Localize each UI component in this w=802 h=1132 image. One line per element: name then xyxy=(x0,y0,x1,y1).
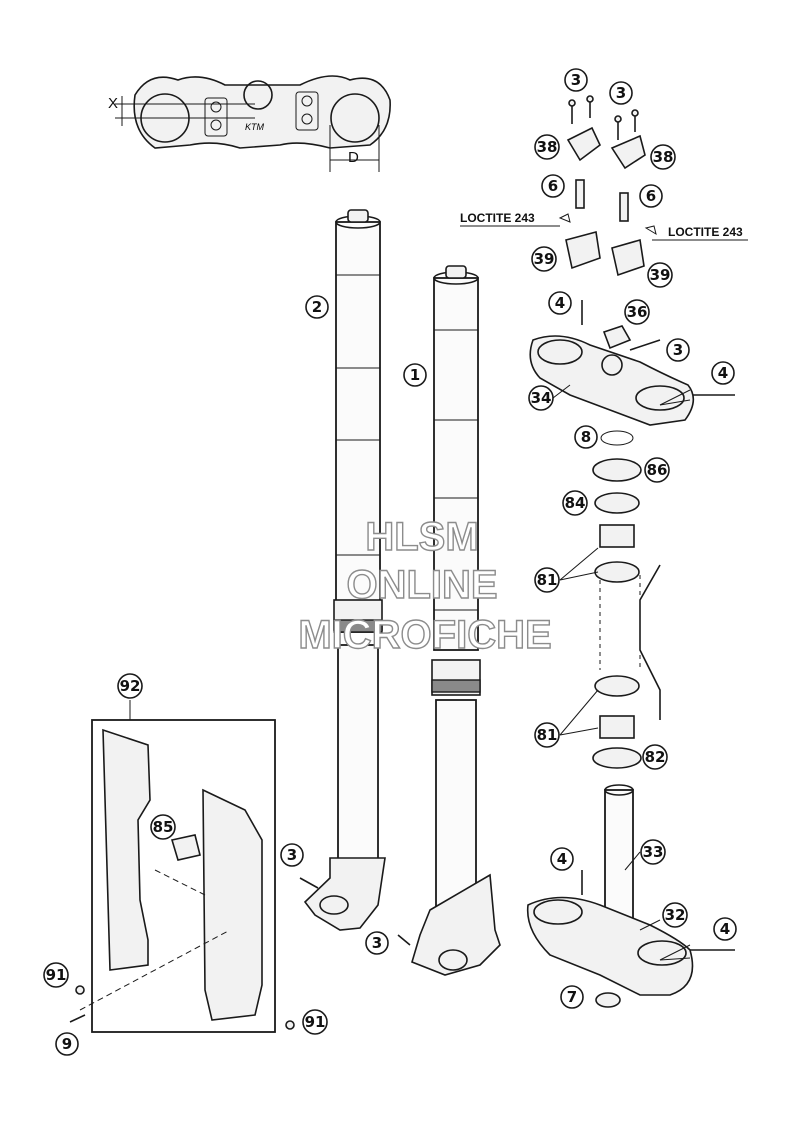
svg-text:1: 1 xyxy=(410,366,420,384)
steering-bearings xyxy=(592,430,661,769)
svg-text:33: 33 xyxy=(643,843,664,861)
callout-84: 84 xyxy=(562,490,588,516)
svg-text:3: 3 xyxy=(616,84,626,102)
svg-text:4: 4 xyxy=(718,364,728,382)
dim-d-label: D xyxy=(348,149,359,166)
callout-81: 81 xyxy=(534,567,560,593)
callout-92: 92 xyxy=(117,673,143,699)
svg-text:4: 4 xyxy=(557,850,567,868)
triple-clamp-top-view: KTM X D xyxy=(108,75,391,172)
svg-text:39: 39 xyxy=(650,266,671,284)
watermark-line1: HLSM xyxy=(365,515,478,559)
svg-text:82: 82 xyxy=(645,748,666,766)
svg-text:91: 91 xyxy=(305,1013,326,1031)
callout-82: 82 xyxy=(642,744,668,770)
svg-text:32: 32 xyxy=(665,906,686,924)
fork-pinch-bolts xyxy=(299,877,411,946)
svg-text:91: 91 xyxy=(46,966,67,984)
callout-33: 33 xyxy=(640,839,666,865)
svg-text:3: 3 xyxy=(571,71,581,89)
callout-34: 34 xyxy=(528,385,554,411)
clamp-bolts-group xyxy=(565,95,735,396)
svg-text:36: 36 xyxy=(627,303,648,321)
dim-x-label: X xyxy=(108,95,118,112)
callout-3: 3 xyxy=(666,338,690,362)
callout-3: 3 xyxy=(609,81,633,105)
callout-9: 9 xyxy=(55,1032,79,1056)
loctite-labels: LOCTITE 243 LOCTITE 243 xyxy=(460,211,748,241)
svg-text:4: 4 xyxy=(720,920,730,938)
svg-text:6: 6 xyxy=(548,177,558,195)
callout-86: 86 xyxy=(644,457,670,483)
svg-text:9: 9 xyxy=(62,1035,72,1053)
fork-protector-kit xyxy=(69,719,295,1033)
svg-text:3: 3 xyxy=(287,846,297,864)
callout-6: 6 xyxy=(639,184,663,208)
callout-4: 4 xyxy=(711,361,735,385)
callout-2: 2 xyxy=(305,295,329,319)
callout-91: 91 xyxy=(43,962,69,988)
callout-38: 38 xyxy=(534,134,560,160)
svg-text:KTM: KTM xyxy=(245,122,265,132)
callout-91: 91 xyxy=(302,1009,328,1035)
svg-text:7: 7 xyxy=(567,988,577,1006)
callout-85: 85 xyxy=(150,814,176,840)
callout-36: 36 xyxy=(624,299,650,325)
lower-triple-clamp xyxy=(526,784,735,1008)
fork-leg-2 xyxy=(303,209,386,931)
callout-4: 4 xyxy=(550,847,574,871)
watermark: HLSM ONLINE MICROFICHE xyxy=(298,514,553,657)
watermark-line2: ONLINE xyxy=(346,563,497,607)
svg-text:4: 4 xyxy=(555,294,565,312)
loctite-label-left: LOCTITE 243 xyxy=(460,211,535,225)
callout-1: 1 xyxy=(403,363,427,387)
upper-triple-clamp xyxy=(529,335,695,426)
svg-text:38: 38 xyxy=(653,148,674,166)
svg-text:3: 3 xyxy=(372,934,382,952)
svg-text:92: 92 xyxy=(120,677,141,695)
svg-text:38: 38 xyxy=(537,138,558,156)
svg-text:39: 39 xyxy=(534,250,555,268)
callout-4: 4 xyxy=(713,917,737,941)
svg-text:3: 3 xyxy=(673,341,683,359)
callout-8: 8 xyxy=(574,425,598,449)
callout-39: 39 xyxy=(647,262,673,288)
svg-text:2: 2 xyxy=(312,298,322,316)
watermark-line3: MICROFICHE xyxy=(298,613,551,657)
svg-text:86: 86 xyxy=(647,461,668,479)
callout-32: 32 xyxy=(662,902,688,928)
svg-text:81: 81 xyxy=(537,726,558,744)
svg-text:8: 8 xyxy=(581,428,591,446)
svg-text:85: 85 xyxy=(153,818,174,836)
svg-text:84: 84 xyxy=(565,494,586,512)
callout-3: 3 xyxy=(280,843,304,867)
callout-3: 3 xyxy=(564,68,588,92)
loctite-label-right: LOCTITE 243 xyxy=(668,225,743,239)
fork-leg-1 xyxy=(411,265,501,976)
leader-lines xyxy=(129,384,691,961)
callout-3: 3 xyxy=(365,931,389,955)
callout-6: 6 xyxy=(541,174,565,198)
callout-81: 81 xyxy=(534,722,560,748)
callout-38: 38 xyxy=(650,144,676,170)
callout-4: 4 xyxy=(548,291,572,315)
callout-39: 39 xyxy=(531,246,557,272)
svg-text:34: 34 xyxy=(531,389,552,407)
callout-7: 7 xyxy=(560,985,584,1009)
svg-text:6: 6 xyxy=(646,187,656,205)
svg-text:81: 81 xyxy=(537,571,558,589)
